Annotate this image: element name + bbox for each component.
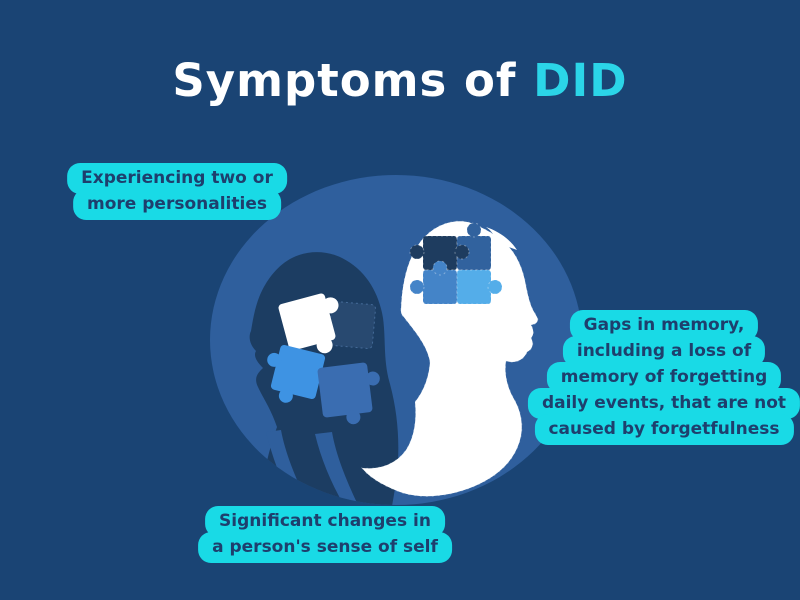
puzzle-knob [466,222,482,238]
puzzle-piece-azure [267,344,326,403]
puzzle-piece-ghost [327,300,377,350]
callout-gaps-in-memory: Gaps in memory, including a loss of memo… [527,310,800,445]
callout-line: Significant changes in [205,506,445,537]
callout-line: Gaps in memory, [569,310,759,341]
title-accent-text: DID [533,54,628,107]
callout-line: daily events, that are not [527,387,800,419]
male-puzzle-grid [409,222,503,305]
hair-strand-gap [315,432,359,505]
callout-sense-of-self: Significant changes in a person's sense … [198,506,452,563]
puzzle-knob [432,260,448,276]
title-text: Symptoms of [172,54,517,107]
callout-line: more personalities [73,188,281,220]
callout-line: caused by forgetfulness [534,413,794,445]
hair-wisp [486,227,517,250]
callout-line: a person's sense of self [198,531,452,563]
page-title: Symptoms of DID [0,54,800,107]
female-puzzle-pieces [267,293,380,425]
puzzle-knob [487,279,503,295]
puzzle-piece-royal [317,362,380,425]
puzzle-knob [409,244,425,260]
callout-line: Experiencing two or [67,163,287,194]
callout-line: including a loss of [562,335,766,367]
puzzle-piece-white [278,293,339,354]
puzzle-knob [454,244,470,260]
puzzle-knob [409,279,425,295]
callout-line: memory of forgetting [546,361,782,393]
puzzle-piece-bright [456,269,492,305]
callout-two-or-more-personalities: Experiencing two or more personalities [67,163,287,220]
